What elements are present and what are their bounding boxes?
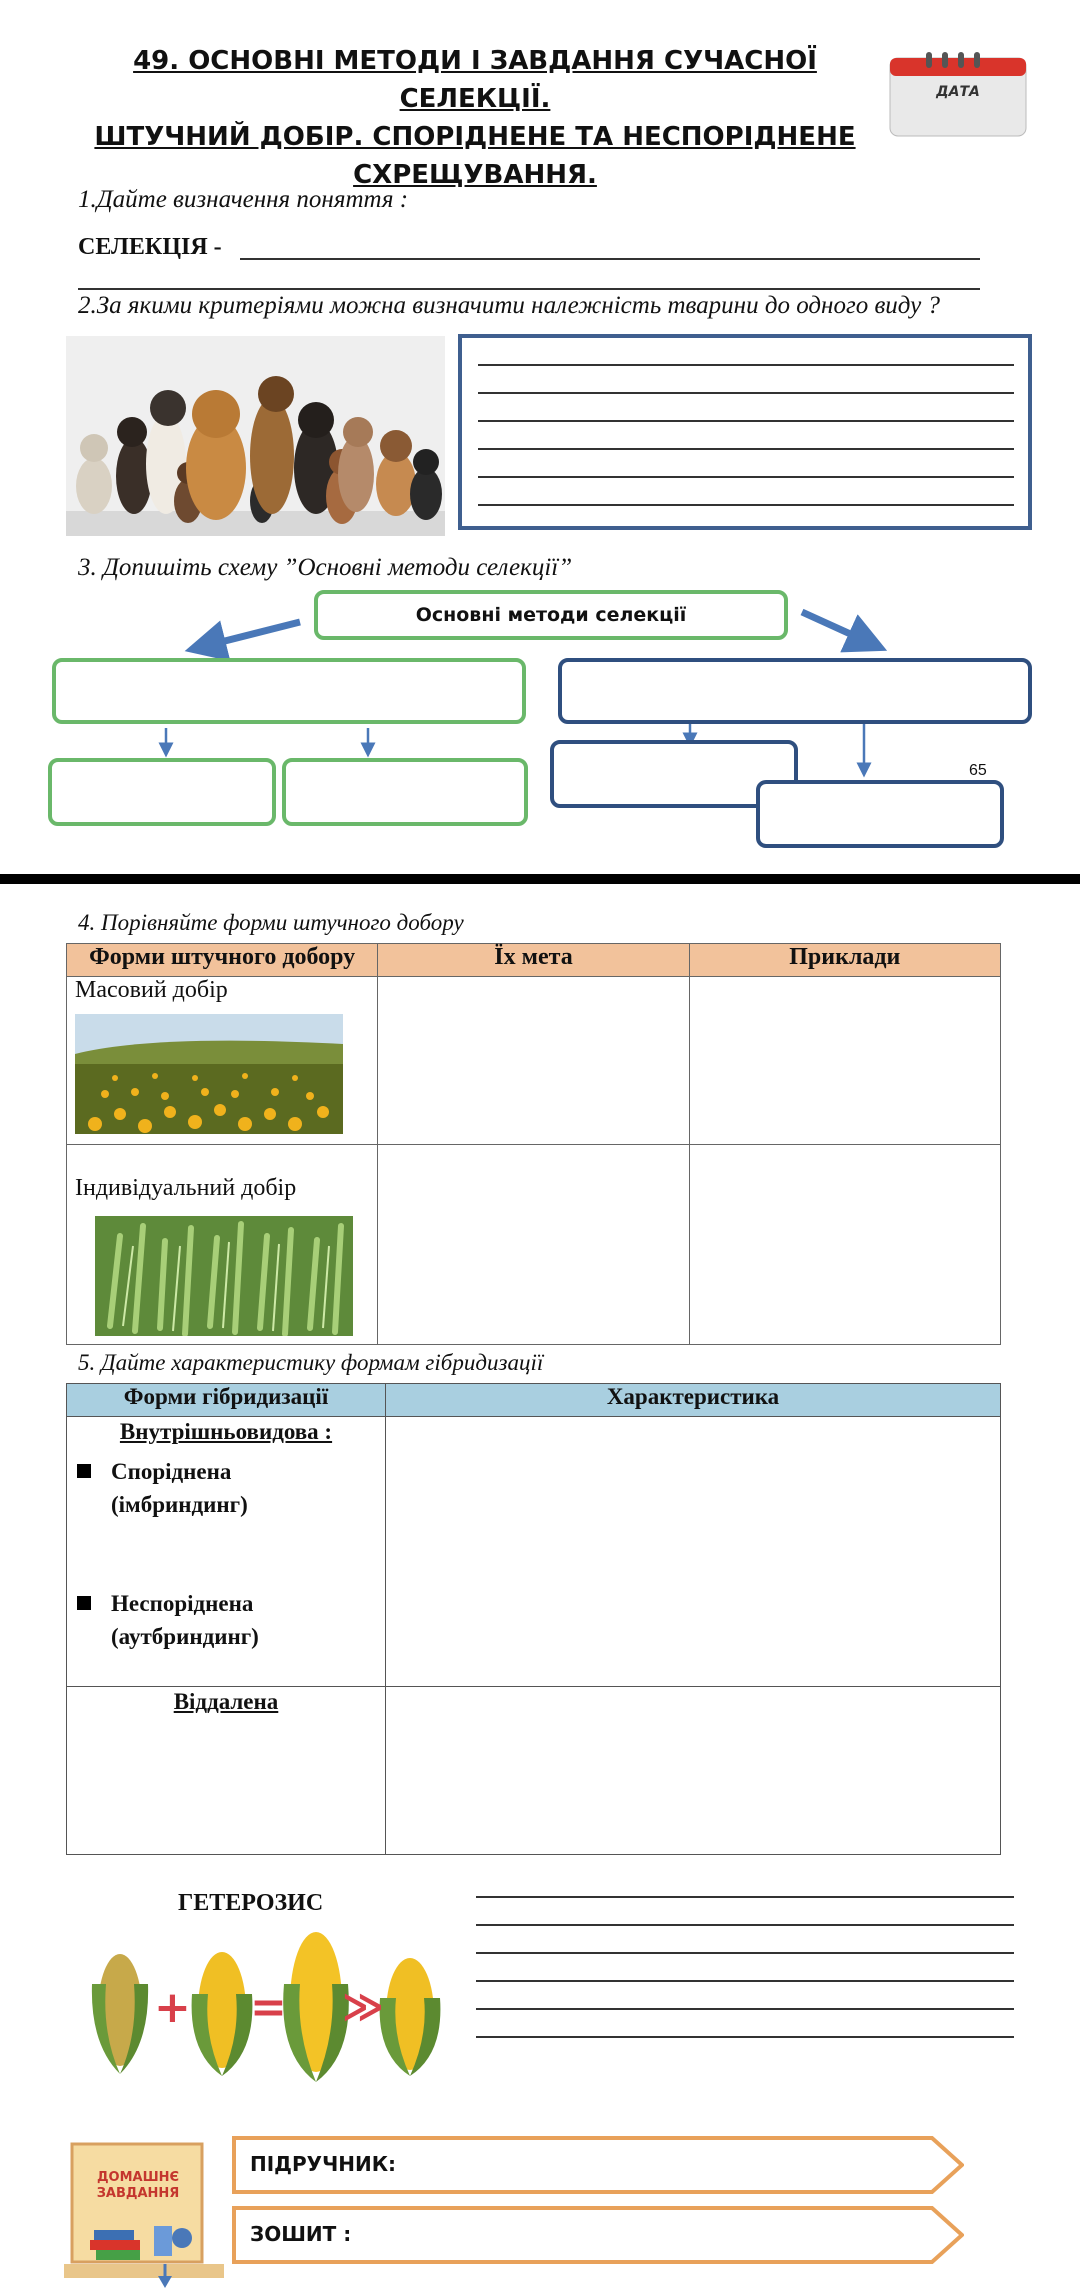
col-header-forms: Форми штучного добору — [65, 943, 379, 977]
distant-characteristic-cell[interactable] — [385, 1686, 1001, 1855]
col-header-examples: Приклади — [688, 943, 1002, 977]
row-label-individual: Індивідуальний добір — [75, 1175, 297, 1201]
calendar-icon: ДАТА — [888, 52, 1028, 138]
intra-item-related: Споріднена (імбриндинг) — [111, 1459, 248, 1517]
individual-goal-cell[interactable] — [377, 1144, 690, 1345]
q2-prompt: 2.За якими критеріями можна визначити на… — [78, 292, 940, 319]
greater-sign: ≫ — [342, 1984, 384, 2030]
scheme-box-left-1[interactable] — [48, 758, 276, 826]
q4-prompt: 4. Порівняйте форми штучного добору — [78, 910, 464, 935]
table-row: Віддалена — [66, 1686, 1001, 1855]
heterosis-corn-image: + = ≫ — [72, 1924, 452, 2084]
plus-sign: + — [154, 1982, 191, 2033]
title-line-2: ШТУЧНИЙ ДОБІР. СПОРІДНЕНЕ ТА НЕСПОРІДНЕН… — [94, 122, 856, 152]
wheat-image — [95, 1216, 353, 1336]
mass-examples-cell[interactable] — [688, 976, 1002, 1145]
title-line-1: 49. ОСНОВНІ МЕТОДИ І ЗАВДАННЯ СУЧАСНОЇ С… — [133, 46, 817, 114]
sunflower-field-image — [75, 1014, 343, 1134]
scheme-box-right-2[interactable] — [756, 780, 1004, 848]
badge-line-1: ДОМАШНЄ — [96, 2170, 180, 2185]
homework-badge: ДОМАШНЄ ЗАВДАННЯ — [54, 2134, 230, 2284]
distant-label: Віддалена — [173, 1689, 279, 1714]
page-number: 65 — [969, 762, 987, 779]
q3-prompt: 3. Допишіть схему ”Основні методи селекц… — [78, 554, 573, 581]
intra-item-unrelated: Неспоріднена (аутбриндинг) — [111, 1591, 259, 1649]
row-label-mass: Масовий добір — [75, 977, 228, 1003]
notebook-field[interactable]: ЗОШИТ : — [232, 2206, 964, 2264]
date-label: ДАТА — [936, 84, 980, 100]
title-line-3: СХРЕЩУВАННЯ. — [353, 160, 597, 190]
q5-prompt: 5. Дайте характеристику формам гібридиза… — [78, 1350, 544, 1375]
mass-goal-cell[interactable] — [377, 976, 690, 1145]
scheme-center-box: Основні методи селекції — [314, 590, 788, 640]
list-item: Неспоріднена (аутбриндинг) — [77, 1587, 375, 1653]
col-header-goal: Їх мета — [377, 943, 690, 977]
page-divider — [0, 874, 1080, 884]
q1-term: СЕЛЕКЦІЯ - — [78, 234, 222, 260]
table-row: Масовий добір — [65, 976, 1002, 1145]
selection-table: Форми штучного добору Їх мета Приклади М… — [65, 943, 1002, 1345]
dogs-image — [66, 336, 445, 536]
intra-characteristic-cell[interactable] — [385, 1416, 1001, 1687]
scheme-center-label: Основні методи селекції — [415, 604, 687, 626]
list-item: Споріднена (імбриндинг) — [77, 1455, 375, 1521]
q1-prompt: 1.Дайте визначення поняття : — [78, 186, 409, 213]
heterosis-label: ГЕТЕРОЗИС — [178, 1890, 324, 1916]
q1-answer-line[interactable] — [240, 258, 980, 260]
col-header-hybrid-forms: Форми гібридизації — [66, 1383, 386, 1417]
scheme-arrows — [158, 608, 888, 778]
table-row: Індивідуальний добір — [65, 1144, 1002, 1345]
q1-answer-line-2[interactable] — [78, 288, 980, 290]
intra-label: Внутрішньовидова : — [119, 1419, 333, 1444]
bullet-icon — [77, 1464, 91, 1478]
scheme-box-left[interactable] — [52, 658, 526, 724]
table-row: Внутрішньовидова : Споріднена (імбриндин… — [66, 1416, 1001, 1687]
hybridization-table: Форми гібридизації Характеристика Внутрі… — [66, 1383, 1001, 1855]
q2-answer-box[interactable] — [458, 334, 1032, 530]
notebook-label: ЗОШИТ : — [250, 2222, 352, 2246]
heterosis-answer-lines[interactable] — [476, 1896, 1014, 2046]
individual-examples-cell[interactable] — [688, 1144, 1002, 1345]
textbook-field[interactable]: ПІДРУЧНИК: — [232, 2136, 964, 2194]
page-title: 49. ОСНОВНІ МЕТОДИ І ЗАВДАННЯ СУЧАСНОЇ С… — [60, 42, 890, 194]
homework-badge-text: ДОМАШНЄ ЗАВДАННЯ — [88, 2170, 188, 2202]
badge-line-2: ЗАВДАННЯ — [96, 2186, 180, 2201]
scheme-box-right[interactable] — [558, 658, 1032, 724]
textbook-label: ПІДРУЧНИК: — [250, 2152, 397, 2176]
col-header-characteristic: Характеристика — [385, 1383, 1001, 1417]
down-arrow-icon — [158, 2264, 172, 2288]
bullet-icon — [77, 1596, 91, 1610]
equals-sign: = — [250, 1982, 287, 2033]
scheme-box-left-2[interactable] — [282, 758, 528, 826]
